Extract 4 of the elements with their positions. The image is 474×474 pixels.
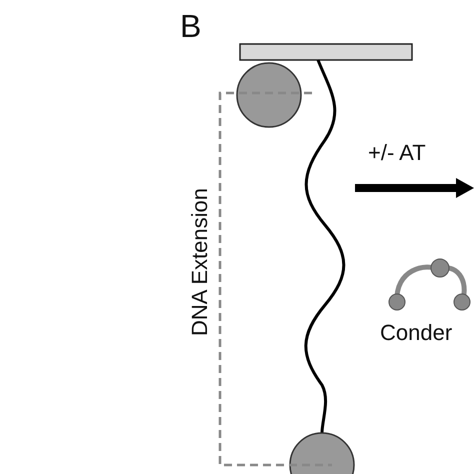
condition-label: +/- AT (368, 140, 426, 166)
panel-letter: B (180, 8, 202, 45)
dimension-label: DNA Extension (186, 188, 213, 336)
protein-label: Conder (380, 320, 452, 346)
